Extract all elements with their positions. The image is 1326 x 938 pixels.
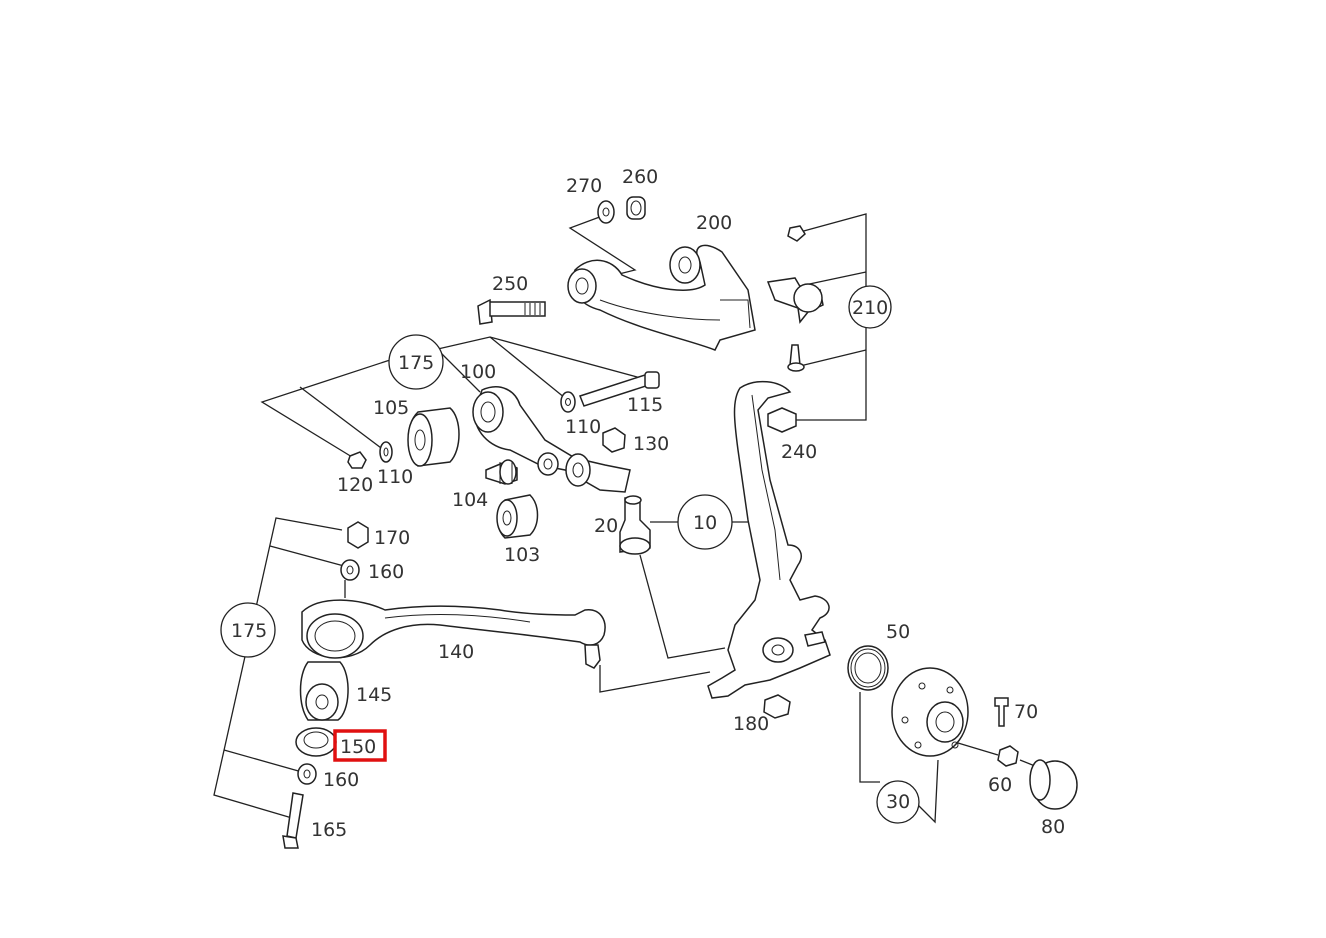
part-label[interactable]: 105	[373, 397, 409, 419]
part-label[interactable]: 270	[566, 175, 602, 197]
callout-circle-175-upper	[388, 334, 444, 390]
part-label[interactable]: 80	[1041, 816, 1065, 838]
part-label[interactable]: 20	[594, 515, 618, 537]
callout-circle-210	[848, 285, 892, 329]
part-label[interactable]: 160	[323, 769, 359, 791]
part-label[interactable]: 130	[633, 433, 669, 455]
part-label[interactable]: 180	[733, 713, 769, 735]
part-label[interactable]: 110	[377, 466, 413, 488]
callout-circle-175-lower	[220, 602, 276, 658]
part-label[interactable]: 110	[565, 416, 601, 438]
part-label[interactable]: 145	[356, 684, 392, 706]
part-label[interactable]: 210	[852, 297, 888, 319]
part-label[interactable]: 165	[311, 819, 347, 841]
part-label-highlighted[interactable]: 150	[340, 736, 376, 758]
part-label[interactable]: 175	[398, 352, 434, 374]
part-label[interactable]: 104	[452, 489, 488, 511]
part-label[interactable]: 260	[622, 166, 658, 188]
callout-circle-10	[677, 494, 733, 550]
part-label[interactable]: 115	[627, 394, 663, 416]
part-label[interactable]: 170	[374, 527, 410, 549]
callout-circles	[220, 285, 920, 824]
part-label[interactable]: 250	[492, 273, 528, 295]
part-label[interactable]: 30	[886, 791, 910, 813]
part-label[interactable]: 100	[460, 361, 496, 383]
part-label[interactable]: 240	[781, 441, 817, 463]
part-label[interactable]: 120	[337, 474, 373, 496]
highlight-box-150[interactable]	[333, 729, 387, 762]
parts-art	[282, 196, 1078, 849]
part-label[interactable]: 103	[504, 544, 540, 566]
part-label[interactable]: 10	[693, 512, 717, 534]
part-label[interactable]: 160	[368, 561, 404, 583]
callout-circle-30	[876, 780, 920, 824]
part-label[interactable]: 140	[438, 641, 474, 663]
part-label[interactable]: 70	[1014, 701, 1038, 723]
part-labels: 270 260 200 250 210 175 100 115 105 110 …	[231, 166, 1065, 841]
part-label[interactable]: 50	[886, 621, 910, 643]
part-label[interactable]: 60	[988, 774, 1012, 796]
part-label[interactable]: 175	[231, 620, 267, 642]
part-label[interactable]: 200	[696, 212, 732, 234]
